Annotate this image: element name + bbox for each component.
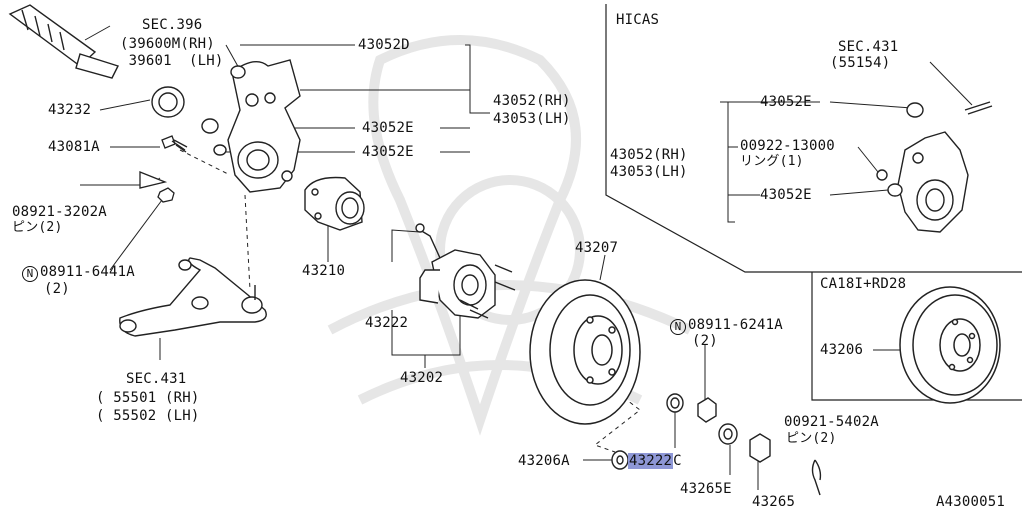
label-00921-5402a[interactable]: 00921-5402A — [784, 414, 879, 430]
leader-lines — [80, 25, 973, 490]
n-mark-icon: N — [22, 266, 38, 282]
oil-seal-part — [151, 86, 185, 118]
label-39601[interactable]: 39601 (LH) — [120, 53, 224, 69]
hub-bearing-part — [304, 176, 365, 231]
label-55502[interactable]: ( 55502 (LH) — [96, 408, 200, 424]
region-title-hicas: HICAS — [616, 12, 660, 28]
knuckle-part — [201, 59, 301, 193]
label-ring-qty: リング(1) — [740, 154, 804, 169]
bolt-part — [161, 135, 188, 153]
label-08921-3202a[interactable]: 08921-3202A — [12, 204, 107, 220]
label-43206a[interactable]: 43206A — [518, 453, 570, 469]
label-08911-6441a-text: 08911-6441A — [40, 264, 135, 280]
label-43081a[interactable]: 43081A — [48, 139, 100, 155]
disc-rotor-part — [529, 279, 641, 425]
region-title-ca18i-rd28: CA18I+RD28 — [820, 276, 907, 292]
label-43052d[interactable]: 43052D — [358, 37, 410, 53]
diagram-id: A4300051 — [936, 494, 1006, 510]
label-00922-13000[interactable]: 00922-13000 — [740, 138, 835, 154]
label-qty-2b: (2) — [692, 333, 718, 349]
label-43222c[interactable]: 43222C — [628, 453, 682, 469]
label-43222c-suffix: C — [673, 453, 682, 469]
label-55501[interactable]: ( 55501 (RH) — [96, 390, 200, 406]
label-43052rh[interactable]: 43052(RH) — [493, 93, 571, 109]
label-sec396[interactable]: SEC.396 — [142, 17, 203, 33]
label-43052e-c[interactable]: 43052E — [760, 94, 812, 110]
label-55502-text: 55502 (LH) — [113, 408, 200, 424]
label-pin-qty-2: ピン(2) — [786, 431, 837, 446]
label-43052e-b[interactable]: 43052E — [362, 144, 414, 160]
wheel-hub-part — [415, 223, 516, 319]
label-sec431-a[interactable]: SEC.431 — [126, 371, 187, 387]
washers-nuts-parts — [611, 393, 822, 496]
nut-pin-part — [139, 171, 175, 203]
label-43052rh-b[interactable]: 43052(RH) — [610, 147, 688, 163]
n-mark-icon: N — [670, 319, 686, 335]
label-sec431-b[interactable]: SEC.431 — [838, 39, 899, 55]
highlighted-part-number: 43222 — [628, 453, 674, 469]
label-43053lh[interactable]: 43053(LH) — [493, 111, 571, 127]
drive-shaft-part — [8, 4, 119, 79]
label-55501-text: 55501 (RH) — [113, 390, 200, 406]
label-43052e-d[interactable]: 43052E — [760, 187, 812, 203]
label-qty-2a: (2) — [44, 281, 70, 297]
label-43053lh-b[interactable]: 43053(LH) — [610, 164, 688, 180]
label-43207[interactable]: 43207 — [575, 240, 619, 256]
label-39600m[interactable]: (39600M(RH) — [120, 36, 215, 52]
hicas-knuckle-part — [876, 101, 993, 233]
label-43265e[interactable]: 43265E — [680, 481, 732, 497]
label-55154[interactable]: (55154) — [830, 55, 891, 71]
label-43210[interactable]: 43210 — [302, 263, 346, 279]
label-43202[interactable]: 43202 — [400, 370, 444, 386]
label-43265[interactable]: 43265 — [752, 494, 796, 510]
label-43206[interactable]: 43206 — [820, 342, 864, 358]
lower-arm-part — [119, 257, 267, 337]
label-43052e-a[interactable]: 43052E — [362, 120, 414, 136]
brake-drum-part — [899, 286, 1001, 404]
label-43222[interactable]: 43222 — [365, 315, 409, 331]
label-43232[interactable]: 43232 — [48, 102, 92, 118]
label-pin-qty: ピン(2) — [12, 220, 63, 235]
label-08911-6241a-text: 08911-6241A — [688, 317, 783, 333]
